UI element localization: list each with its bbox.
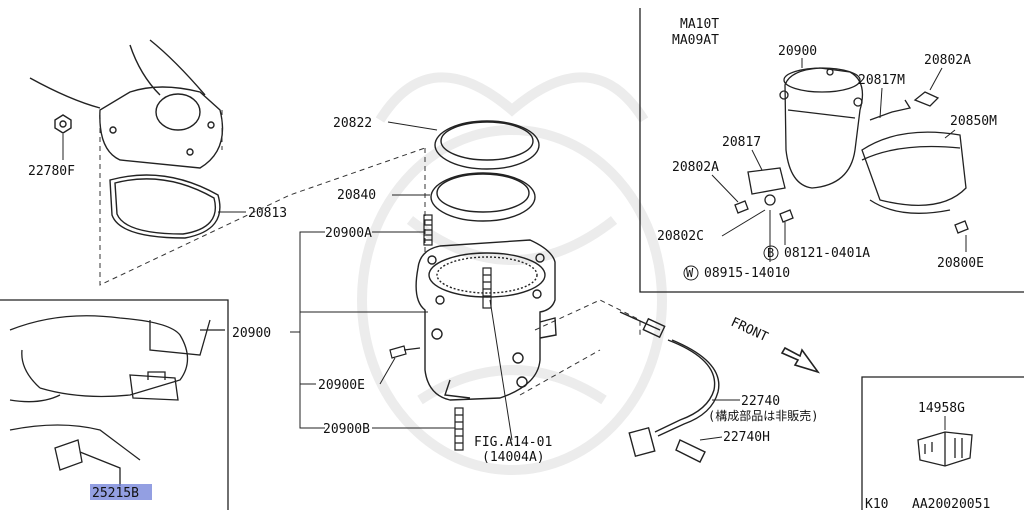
footer-model: K10 [865,497,888,510]
footer-code: AA20020051 [912,497,990,510]
flange-gasket-illustration [29,39,224,239]
label-20900B[interactable]: 20900B [323,422,370,437]
label-22740H[interactable]: 22740H [723,430,770,445]
label-fig-ref[interactable]: FIG.A14-01 [474,435,552,450]
variant-label-1: MA10T [680,17,719,32]
bracket-20900 [290,231,513,441]
inset-label-20850M[interactable]: 20850M [950,114,997,129]
label-14958G[interactable]: 14958G [918,401,965,416]
inset-label-20817M[interactable]: 20817M [858,73,905,88]
inset-box-lower-right [861,376,1024,510]
stud-bolts [389,214,492,451]
variant-label-2: MA09AT [672,33,719,48]
label-20840[interactable]: 20840 [337,188,376,203]
front-arrow-icon [780,346,821,374]
seal-rings [430,120,540,222]
washer-symbol: W [686,266,694,280]
front-label: FRONT [728,315,770,345]
label-20813[interactable]: 20813 [248,206,287,221]
label-20900E[interactable]: 20900E [318,378,365,393]
inset-converter-illustration [734,67,969,234]
inset-label-20802A-left[interactable]: 20802A [672,160,719,175]
oxygen-sensor-harness [619,311,720,463]
converter-body [415,239,557,401]
label-25215B[interactable]: 25215B [92,486,139,501]
inset-label-20802C[interactable]: 20802C [657,229,704,244]
inset-label-20802A-top[interactable]: 20802A [924,53,971,68]
inset-label-08915[interactable]: 08915-14010 [704,266,790,281]
engine-bay-illustration [9,315,225,486]
inset-label-20800E[interactable]: 20800E [937,256,984,271]
inset-label-20900[interactable]: 20900 [778,44,817,59]
label-20900A[interactable]: 20900A [325,226,372,241]
connector-14958G-illustration [917,431,973,467]
label-22740-note: (構成部品は非販売) [708,408,818,423]
label-20822[interactable]: 20822 [333,116,372,131]
bolt-symbol: B [767,246,774,260]
bolt-symbol-circle [763,245,779,261]
label-22780F[interactable]: 22780F [28,164,75,179]
highlight-25215B [90,484,152,500]
inset-label-08121[interactable]: 08121-0401A [784,246,870,261]
inset-label-20817[interactable]: 20817 [722,135,761,150]
watermark-emblem [357,72,667,475]
inset-box-lower-left [0,299,229,510]
washer-symbol-circle [683,265,699,281]
inset-box-variant [639,8,1024,293]
label-22740[interactable]: 22740 [741,394,780,409]
label-fig-sub: (14004A) [482,450,545,465]
label-20900[interactable]: 20900 [232,326,271,341]
dashed-guide-lines [99,110,641,396]
